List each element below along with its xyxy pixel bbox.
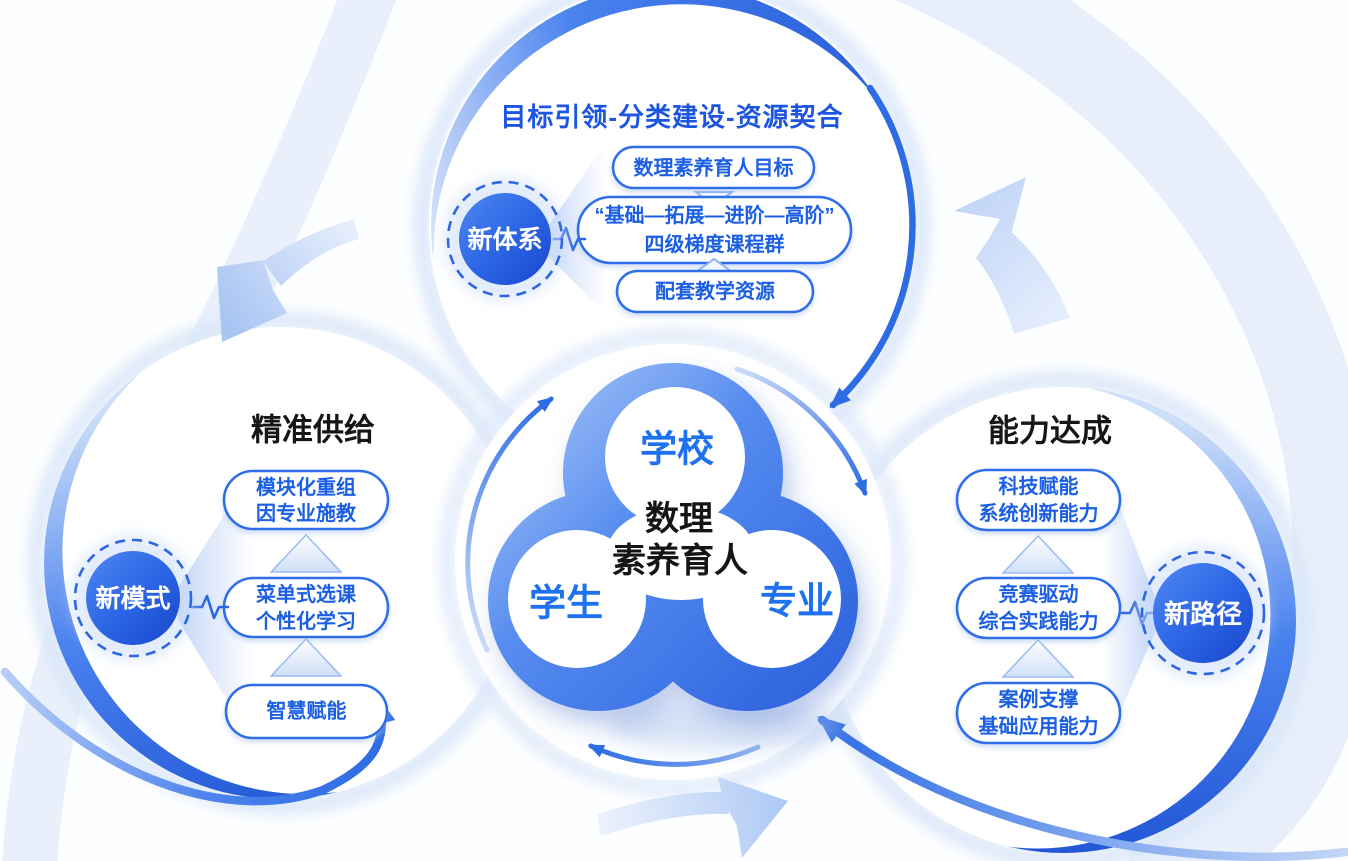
pill-top-3: 配套教学资源 [615, 269, 815, 314]
pill-left-3-label: 智慧赋能 [267, 699, 347, 723]
arrow-top-circle-clockwise [829, 84, 916, 409]
pill-left-2-line2: 个性化学习 [255, 609, 356, 633]
core-title-line1: 数理 [645, 500, 713, 538]
beam-left-badge [178, 468, 254, 744]
section-left: 精准供给 模块化重组 因专业施教 菜单式选课 个性化学习 智慧赋能 新模式 [70, 413, 390, 744]
badge-right-label: 新路径 [1164, 599, 1242, 629]
section-right: 能力达成 科技赋能 系统创新能力 竞赛驱动 综合实践能力 案例支撑 基础应用能力… [955, 414, 1270, 748]
orbit-arrows [465, 366, 868, 767]
section-top: 目标引领-分类建设-资源契合 数理素养育人目标 “基础—拓展—进阶—高阶” 四级… [443, 102, 853, 314]
pill-left-2-line1: 菜单式选课 [255, 582, 357, 606]
chevron-up-icon [1001, 534, 1075, 574]
pill-top-3-label: 配套教学资源 [655, 279, 775, 303]
pill-top-1-label: 数理素养育人目标 [634, 156, 794, 180]
arrow-right-to-center [817, 715, 1348, 861]
lobe-label-student: 学生 [529, 582, 603, 624]
center-trefoil: 学校 学生 专业 数理 素养育人 [488, 363, 858, 751]
top-section-title: 目标引领-分类建设-资源契合 [500, 102, 843, 132]
badge-left-dashed-ring [73, 538, 193, 658]
lobe-label-major: 专业 [760, 581, 834, 622]
pill-right-3: 案例支撑 基础应用能力 [955, 681, 1122, 745]
badge-top-dashed-ring [446, 180, 564, 298]
pill-left-1: 模块化重组 因专业施教 [222, 469, 390, 531]
pill-right-3-line2: 基础应用能力 [979, 714, 1099, 738]
pale-arrow-bottom [597, 777, 788, 858]
badge-new-path: 新路径 [1136, 546, 1270, 680]
chevron-up-icon [269, 637, 343, 677]
chevron-up-icon [269, 533, 343, 573]
pill-right-2-line1: 竞赛驱动 [999, 582, 1079, 606]
lobe-label-school: 学校 [640, 428, 714, 470]
pill-right-2-line2: 综合实践能力 [979, 609, 1099, 633]
orbit-arrow-left-up [465, 396, 554, 653]
beam-right-badge [1104, 466, 1156, 748]
pill-top-2-line2: 四级梯度课程群 [645, 232, 785, 256]
badge-new-system: 新体系 [443, 177, 567, 301]
orbit-arrow-bottom-left [587, 743, 761, 767]
beam-top-badge [548, 146, 604, 312]
bg-swirl-right [894, 0, 1348, 861]
badge-new-mode: 新模式 [70, 535, 196, 661]
badge-top-label: 新体系 [467, 225, 542, 254]
right-section-title: 能力达成 [988, 414, 1112, 449]
pill-right-1-line2: 系统创新能力 [979, 501, 1099, 525]
pill-right-1: 科技赋能 系统创新能力 [955, 468, 1122, 532]
badge-right-circle [1153, 563, 1253, 663]
trefoil-shadow [607, 703, 843, 751]
pill-left-1-line2: 因专业施教 [256, 501, 357, 525]
badge-left-circle [86, 551, 180, 645]
pill-top-1: 数理素养育人目标 [611, 145, 816, 190]
pale-arrows [217, 177, 1070, 858]
pill-right-3-line1: 案例支撑 [998, 687, 1079, 711]
badge-right-dashed-ring [1140, 550, 1266, 676]
orbit-arrow-right-down [734, 366, 868, 497]
badge-top-circle [459, 193, 551, 285]
pill-left-1-line1: 模块化重组 [256, 475, 356, 499]
left-section-title: 精准供给 [251, 413, 375, 448]
pill-top-2-line1: “基础—拓展—进阶—高阶” [595, 203, 835, 227]
pill-top-2: “基础—拓展—进阶—高阶” 四级梯度课程群 [576, 195, 853, 265]
pill-left-2: 菜单式选课 个性化学习 [222, 576, 390, 639]
pulse-connector-left [191, 594, 230, 620]
pale-arrow-top-right [954, 177, 1070, 334]
pill-right-2: 竞赛驱动 综合实践能力 [955, 576, 1122, 640]
core-title-line2: 素养育人 [612, 541, 748, 580]
arrow-left-to-center [0, 667, 396, 806]
pale-arrow-top-left [217, 219, 359, 342]
chevron-up-icon [1001, 638, 1075, 678]
pill-right-1-line1: 科技赋能 [999, 474, 1079, 498]
pill-left-3: 智慧赋能 [224, 683, 389, 740]
trefoil-blue-body [488, 363, 858, 711]
badge-left-label: 新模式 [95, 584, 170, 613]
